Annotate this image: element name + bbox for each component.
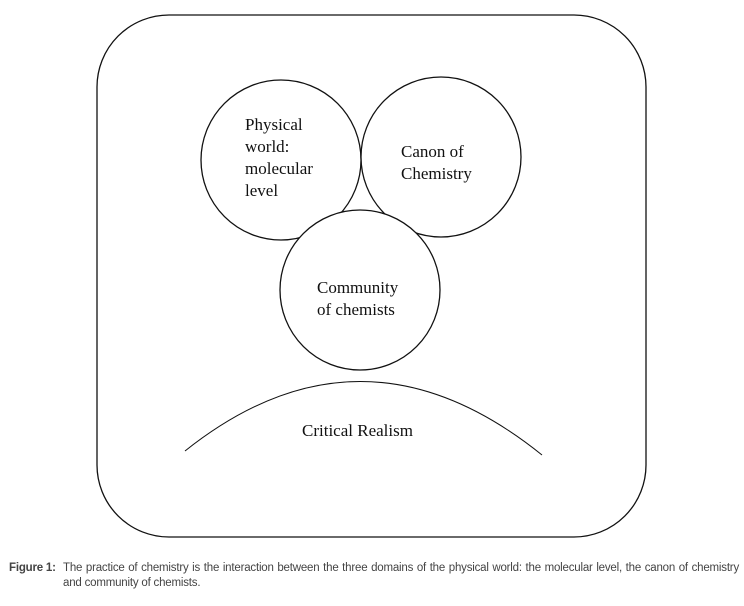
- label-line: world:: [245, 137, 289, 156]
- label-community: Community of chemists: [317, 278, 399, 319]
- label-line: level: [245, 181, 278, 200]
- label-line: Canon of: [401, 142, 464, 161]
- circle-canon: [360, 76, 522, 238]
- caption-label: Figure 1:: [9, 562, 56, 574]
- label-line: of chemists: [317, 300, 395, 319]
- critical-realism-arc: [184, 381, 543, 456]
- label-canon: Canon of Chemistry: [401, 142, 472, 183]
- label-line: molecular: [245, 159, 313, 178]
- label-line: Community: [317, 278, 399, 297]
- label-critical-realism: Critical Realism: [302, 421, 413, 440]
- label-line: Physical: [245, 115, 303, 134]
- label-physical-world: Physical world: molecular level: [245, 115, 313, 200]
- outer-frame: [96, 14, 647, 538]
- figure-caption: Figure 1: The practice of chemistry is t…: [9, 561, 739, 591]
- label-line: Chemistry: [401, 164, 472, 183]
- caption-text: The practice of chemistry is the interac…: [63, 562, 739, 589]
- circle-community: [279, 209, 441, 371]
